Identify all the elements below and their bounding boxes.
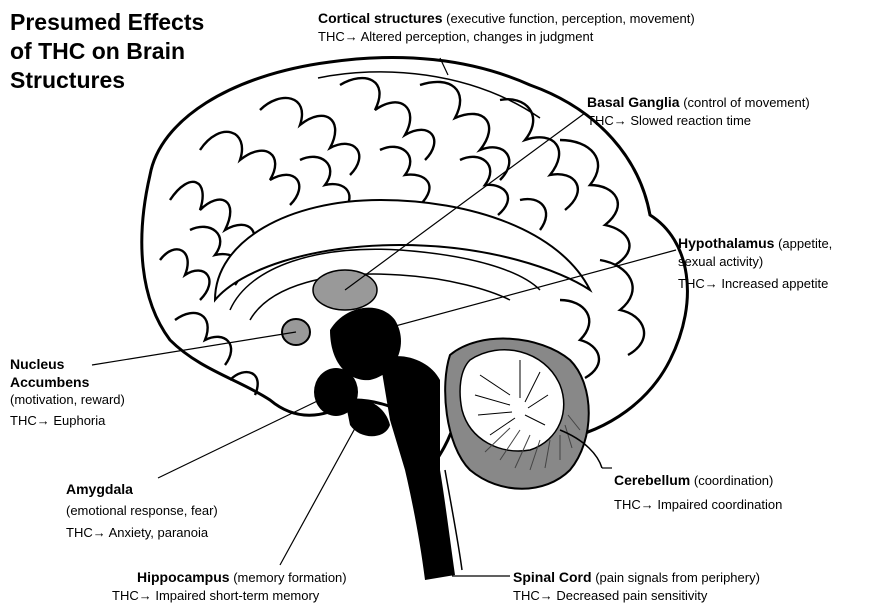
label-amygdala: Amygdala (emotional response, fear) THC→…: [66, 480, 218, 542]
cortical-effect: THC→ Altered perception, changes in judg…: [318, 28, 695, 46]
hippocampus-name: Hippocampus: [137, 569, 230, 585]
title-line-2: of THC on Brain: [10, 37, 260, 66]
basal-effect: THC→ Slowed reaction time: [587, 112, 810, 130]
nucleus-effect: THC→ Euphoria: [10, 412, 125, 430]
diagram-title: Presumed Effects of THC on Brain Structu…: [10, 8, 260, 95]
cortical-role: (executive function, perception, movemen…: [446, 11, 695, 26]
cerebellum-effect: THC→ Impaired coordination: [614, 496, 782, 514]
hippocampus-effect: THC→ Impaired short-term memory: [112, 587, 347, 605]
title-line-3: Structures: [10, 66, 260, 95]
line-amygdala: [158, 392, 336, 478]
cortical-name: Cortical structures: [318, 10, 442, 26]
hypothalamus-role-1: (appetite,: [778, 236, 832, 251]
nucleus-name-1: Nucleus: [10, 355, 125, 373]
label-cortical: Cortical structures (executive function,…: [318, 9, 695, 46]
label-spinal-cord: Spinal Cord (pain signals from periphery…: [513, 568, 760, 605]
nucleus-name-2: Accumbens: [10, 373, 125, 391]
basal-role: (control of movement): [683, 95, 809, 110]
spinal-name: Spinal Cord: [513, 569, 592, 585]
cerebellum-role: (coordination): [694, 473, 774, 488]
label-hypothalamus: Hypothalamus (appetite, sexual activity)…: [678, 234, 832, 293]
amygdala-role: (emotional response, fear): [66, 502, 218, 520]
label-hippocampus: Hippocampus (memory formation) THC→ Impa…: [137, 568, 347, 605]
amygdala-effect: THC→ Anxiety, paranoia: [66, 524, 218, 542]
label-basal-ganglia: Basal Ganglia (control of movement) THC→…: [587, 93, 810, 130]
label-nucleus-accumbens: Nucleus Accumbens (motivation, reward) T…: [10, 355, 125, 430]
hippocampus-role: (memory formation): [233, 570, 346, 585]
amygdala-name: Amygdala: [66, 480, 218, 498]
hypothalamus-role-2: sexual activity): [678, 253, 832, 271]
hypothalamus-name: Hypothalamus: [678, 235, 774, 251]
spinal-role: (pain signals from periphery): [595, 570, 760, 585]
nucleus-role: (motivation, reward): [10, 391, 125, 409]
hypothalamus-effect: THC→ Increased appetite: [678, 275, 832, 293]
spinal-effect: THC→ Decreased pain sensitivity: [513, 587, 760, 605]
cerebellum-name: Cerebellum: [614, 472, 690, 488]
title-line-1: Presumed Effects: [10, 8, 260, 37]
basal-name: Basal Ganglia: [587, 94, 680, 110]
line-hippocampus: [280, 410, 365, 565]
label-cerebellum: Cerebellum (coordination) THC→ Impaired …: [614, 471, 782, 514]
